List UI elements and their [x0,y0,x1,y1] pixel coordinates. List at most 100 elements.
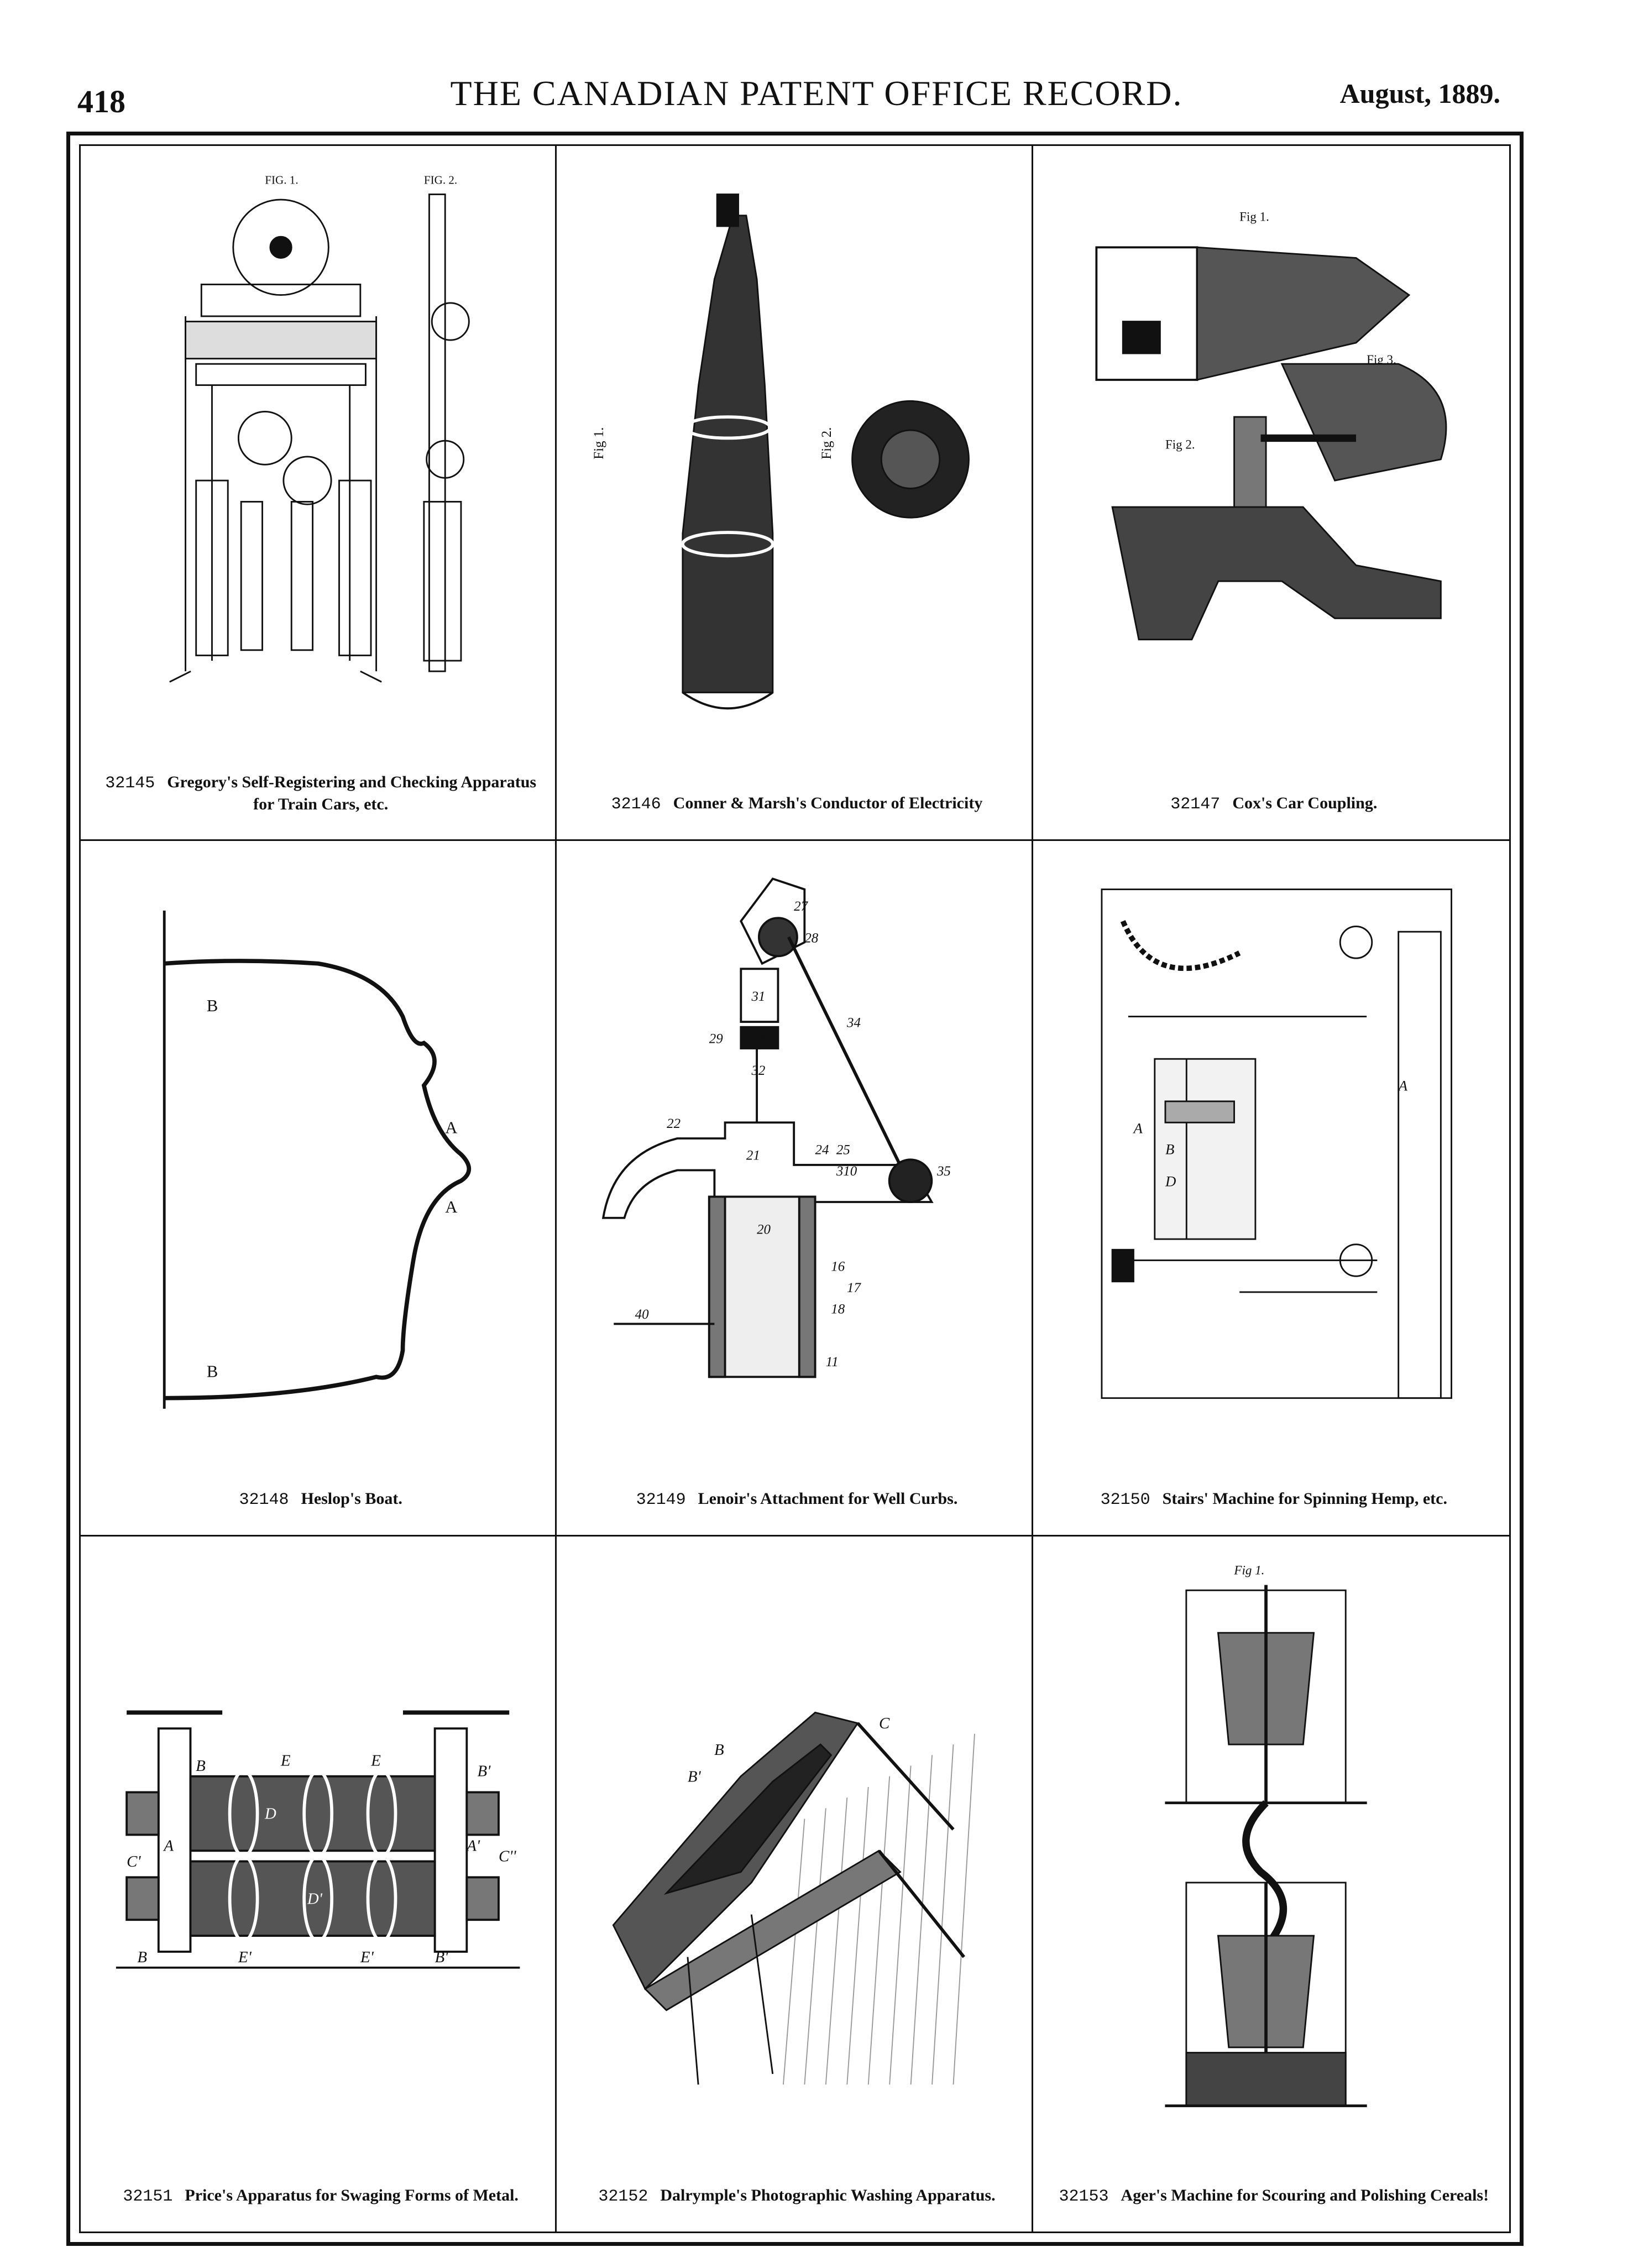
fig-label: Fig 1. [592,427,606,459]
fig-label: 24 [815,1143,829,1158]
page-header: 418 THE CANADIAN PATENT OFFICE RECORD. A… [0,0,1633,127]
fig-label: 17 [847,1281,861,1295]
fig-label: B' [688,1768,702,1785]
fig-label: B [137,1948,147,1966]
fig-label: Fig 1. [1233,1562,1264,1577]
fig-label: A [163,1837,174,1854]
patent-caption: 32147 Cox's Car Coupling. [1055,793,1493,815]
patent-number: 32147 [1170,795,1221,814]
fig-label: 35 [936,1164,951,1179]
patent-title: Lenoir's Attachment for Well Curbs. [698,1489,958,1508]
plate-inner-border: FIG. 1. FIG. 2. [79,144,1511,2233]
fig-label: 32 [751,1063,766,1078]
page-number: 418 [77,83,125,119]
fig-label: 28 [805,931,819,946]
fig-label: 18 [831,1302,845,1317]
fig-label: 25 [836,1143,850,1158]
patent-number: 32148 [239,1490,289,1509]
fig-label: FIG. 2. [424,173,457,186]
fig-label: 29 [709,1032,723,1047]
fig-label: E [280,1752,291,1769]
fig-label: 11 [826,1355,839,1370]
patent-cell-32145: FIG. 1. FIG. 2. [81,146,557,842]
patent-cell-32151: B E E B' D C' A A' C'' D' B E' E [81,1536,557,2232]
patent-drawing-32149: 27 28 31 33 29 32 34 22 21 24 25 310 [573,858,1014,1440]
fig-label: 31 [751,989,766,1004]
patent-caption: 32149 Lenoir's Attachment for Well Curbs. [579,1488,1014,1511]
patent-drawing-32153: Fig 1. [1050,1553,1493,2138]
patent-number: 32145 [105,774,155,793]
patent-drawing-32150: A B D A [1050,858,1493,1440]
fig-label: 40 [635,1307,649,1322]
illustration-plate: FIG. 1. FIG. 2. [66,132,1524,2246]
patent-caption: 32152 Dalrymple's Photographic Washing Ap… [579,2185,1014,2207]
patent-caption: 32150 Stairs' Machine for Spinning Hemp, … [1055,1488,1493,1511]
patent-grid: FIG. 1. FIG. 2. [81,146,1509,2232]
fig-label: B [196,1757,206,1775]
fig-label: A [1132,1120,1143,1137]
fig-label: B [207,1362,218,1381]
fig-label: 16 [831,1260,845,1274]
patent-number: 32146 [611,795,661,814]
fig-label: A' [465,1837,480,1854]
patent-title: Price's Apparatus for Swaging Forms of M… [185,2186,519,2204]
fig-label: 20 [757,1222,771,1237]
patent-drawing-32147: Fig 1. Fig 2. Fig 3. [1050,163,1493,745]
patent-caption: 32145 Gregory's Self-Registering and Chec… [103,772,538,815]
fig-label: A [445,1198,457,1217]
patent-cell-32153: Fig 1. [1033,1537,1509,2232]
patent-cell-32147: Fig 1. Fig 2. Fig 3. [1033,146,1509,842]
fig-label: 310 [836,1164,857,1179]
patent-drawing-32152: B B' C [573,1553,1014,2138]
fig-label: B [714,1741,724,1759]
patent-caption: 32153 Ager's Machine for Scouring and Pol… [1055,2185,1493,2207]
journal-title: THE CANADIAN PATENT OFFICE RECORD. [450,74,1183,113]
patent-title: Heslop's Boat. [301,1489,402,1508]
patent-drawing-32145: FIG. 1. FIG. 2. [97,163,538,745]
fig-label: 27 [794,899,808,914]
fig-label: Fig 1. [1239,210,1269,223]
patent-title: Stairs' Machine for Spinning Hemp, etc. [1162,1489,1447,1508]
patent-cell-32150: A B D A 32150 Stairs' Machine for Spinnin… [1033,841,1509,1537]
fig-label: C [879,1715,890,1732]
patent-title: Dalrymple's Photographic Washing Apparat… [660,2186,996,2204]
patent-number: 32152 [598,2187,648,2206]
patent-title: Cox's Car Coupling. [1232,794,1378,813]
fig-label: B' [478,1762,491,1780]
fig-label: E' [360,1948,374,1966]
fig-label: B [207,996,218,1015]
patent-drawing-32148: B A A B [97,858,538,1440]
patent-drawing-32146: Fig 1. Fig 2. [573,163,1014,745]
fig-label: 21 [746,1148,760,1163]
fig-label: D [1165,1173,1176,1190]
fig-label: Fig 2. [820,427,835,459]
patent-cell-32152: B B' C 32152 Dalrymple's Photographic Was… [557,1536,1033,2232]
patent-number: 32150 [1100,1490,1150,1509]
patent-cell-32148: B A A B 32148 Heslop's Boat. [81,841,557,1537]
fig-label: Fig 2. [1165,438,1195,452]
fig-label: D [264,1805,276,1822]
fig-label: FIG. 1. [265,173,298,186]
fig-label: A [445,1119,457,1137]
issue-date: August, 1889. [1339,78,1500,109]
patent-drawing-32151: B E E B' D C' A A' C'' D' B E' E [97,1553,538,2138]
fig-label: 33 [751,1032,766,1047]
patent-caption: 32148 Heslop's Boat. [103,1488,538,1511]
fig-label: C' [127,1853,141,1870]
fig-label: 22 [667,1116,681,1131]
fig-label: B [1165,1141,1174,1158]
patent-number: 32151 [123,2187,173,2206]
patent-title: Ager's Machine for Scouring and Polishin… [1121,2186,1489,2204]
patent-number: 32149 [636,1490,686,1509]
fig-label: 34 [846,1016,861,1031]
patent-title: Gregory's Self-Registering and Checking … [167,773,537,814]
patent-number: 32153 [1059,2187,1109,2206]
fig-label: A [1397,1078,1407,1094]
fig-label: C'' [499,1847,516,1865]
fig-label: E [370,1752,381,1769]
fig-label: E' [238,1948,252,1966]
fig-label: D' [307,1890,323,1908]
patent-caption: 32151 Price's Apparatus for Swaging Forms… [103,2185,538,2207]
